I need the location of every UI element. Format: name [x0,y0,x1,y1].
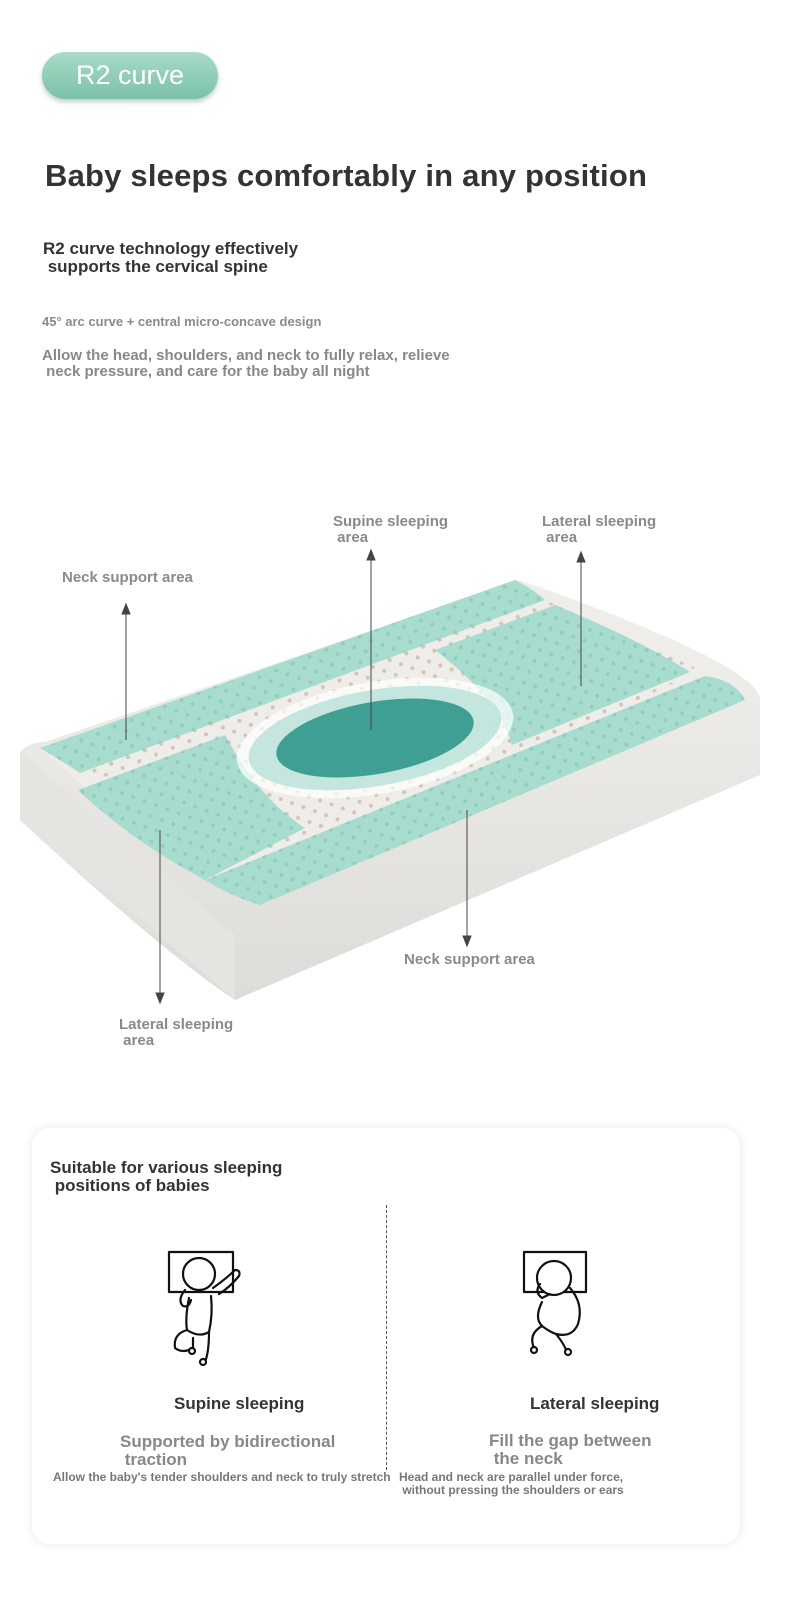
pillow-illustration [20,548,760,1005]
subheading: R2 curve technology effectively supports… [43,239,299,276]
design-note: 45° arc curve + central micro-concave de… [42,314,322,329]
label-supine-area: Supine sleeping area [333,513,449,546]
label-lateral-bottom: Lateral sleeping area [119,1016,234,1049]
card-divider [386,1205,387,1470]
label-neck-support-top: Neck support area [62,569,193,586]
baby-supine-icon [167,1250,241,1367]
card-title: Suitable for various sleeping positions … [50,1158,283,1195]
lateral-title: Lateral sleeping [530,1394,660,1413]
lateral-detail: Head and neck are parallel under force, … [399,1470,624,1497]
supine-detail: Allow the baby's tender shoulders and ne… [53,1470,391,1484]
r2-curve-badge: R2 curve [42,52,218,99]
baby-lateral-icon [522,1250,588,1357]
label-neck-support-bottom: Neck support area [404,951,535,968]
description: Allow the head, shoulders, and neck to f… [42,347,450,380]
supine-subtitle: Supported by bidirectional traction [120,1432,336,1469]
supine-title: Supine sleeping [174,1394,305,1413]
page-headline: Baby sleeps comfortably in any position [45,158,648,193]
label-lateral-top: Lateral sleeping area [542,513,657,546]
center-concave-core [276,698,474,778]
lateral-subtitle: Fill the gap between the neck [489,1431,652,1468]
